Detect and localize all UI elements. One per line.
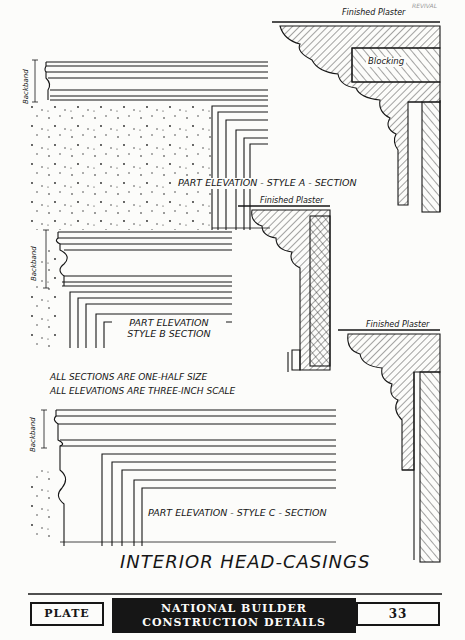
view-label: PART ELEVATION - STYLE A - SECTION [176,178,359,189]
watermark: REVIVAL [410,3,439,10]
dimension-label: Backband [29,415,37,454]
series-banner: NATIONAL BUILDER CONSTRUCTION DETAILS [112,598,356,633]
dimension-label: Backband [22,67,30,106]
plate-text: PLATE [44,607,90,620]
plate-text: NATIONAL BUILDER CONSTRUCTION DETAILS [114,602,354,628]
view-label: PART ELEVATION STYLE B SECTION [112,318,226,340]
plate-number-box: 33 [356,602,440,626]
scale-note: ALL ELEVATIONS ARE THREE-INCH SCALE [48,386,237,396]
plate-title: INTERIOR HEAD-CASINGS [118,552,372,573]
material-note: Finished Plaster [258,196,325,205]
dimension-label: Backband [30,244,38,283]
plate-box: PLATE [30,602,104,626]
material-note: Finished Plaster [364,320,431,329]
scale-note: ALL SECTIONS ARE ONE-HALF SIZE [48,372,209,382]
plate-text: 33 [389,607,408,621]
material-note: Finished Plaster [340,8,407,17]
part-name: Blocking [366,57,406,67]
view-label: PART ELEVATION - STYLE C - SECTION [146,508,329,519]
